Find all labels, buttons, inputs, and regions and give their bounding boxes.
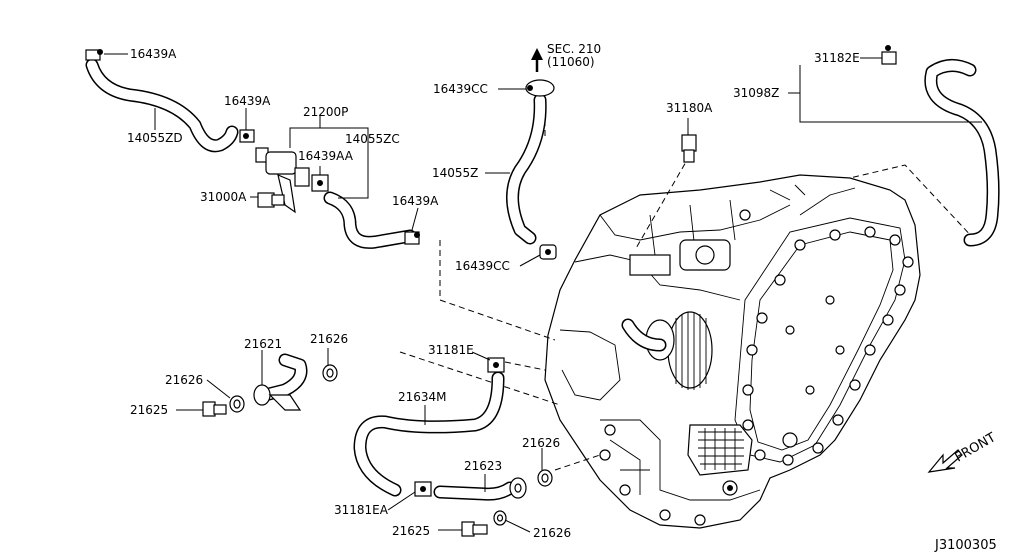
small-parts [85, 45, 897, 537]
label-16439AA: 16439AA [298, 149, 354, 163]
fitting-21623 [509, 477, 527, 499]
clamp-31181EA [414, 481, 432, 497]
label-31180A: 31180A [666, 101, 713, 115]
label-21625-a: 21625 [130, 403, 168, 417]
label-16439CC-low: 16439CC [455, 259, 510, 273]
label-16439A-low: 16439A [392, 194, 439, 208]
label-21626-c: 21626 [522, 436, 560, 450]
label-31182E: 31182E [814, 51, 860, 65]
bolt-21625-a [202, 401, 227, 417]
washer-21626-d [493, 510, 507, 526]
washer-21626-c [537, 469, 553, 487]
reference-lines [399, 90, 976, 471]
bolt-31000A [257, 192, 285, 208]
label-31098Z: 31098Z [733, 86, 779, 100]
label-sec-sub: (11060) [547, 55, 595, 69]
label-21621: 21621 [244, 337, 282, 351]
label-21625-b: 21625 [392, 524, 430, 538]
clamp-16439CC-top [525, 79, 555, 97]
label-14055ZD: 14055ZD [127, 131, 183, 145]
transmission-assembly [544, 174, 921, 529]
label-16439A-top: 16439A [130, 47, 177, 61]
sec-arrow-icon [531, 48, 543, 72]
bolt-21625-b [461, 521, 488, 537]
washer-21626-a [229, 395, 245, 413]
clamp-16439CC-low [539, 244, 557, 260]
label-31000A: 31000A [200, 190, 247, 204]
label-21634M: 21634M [398, 390, 447, 404]
label-16439CC-top: 16439CC [433, 82, 488, 96]
label-31181E: 31181E [428, 343, 474, 357]
hoses [85, 58, 1000, 501]
leader-lines [104, 53, 982, 533]
valve-21200P [255, 147, 329, 214]
fitting-21621 [253, 384, 302, 411]
label-21626-d: 21626 [533, 526, 571, 540]
label-21626-a: 21626 [165, 373, 203, 387]
clamp-16439A-top [85, 49, 103, 61]
clamp-16439A-low [404, 231, 420, 245]
label-14055Z: 14055Z [432, 166, 478, 180]
bolt-31180A [681, 134, 697, 163]
diagram-id: J3100305 [934, 538, 997, 553]
label-21626-b: 21626 [310, 332, 348, 346]
label-21200P: 21200P [303, 105, 348, 119]
label-31181EA: 31181EA [334, 503, 389, 517]
label-front: FRONT [953, 430, 999, 465]
housing-bolts [742, 226, 914, 466]
clamp-31182E [881, 45, 897, 65]
label-14055ZC: 14055ZC [345, 132, 400, 146]
front-arrow-icon [927, 449, 963, 473]
washer-21626-b [322, 364, 338, 382]
label-16439A-mid: 16439A [224, 94, 271, 108]
clamp-31181E [487, 357, 505, 373]
clamp-16439A-mid [239, 129, 255, 143]
label-sec-ref: SEC. 210 [547, 42, 601, 56]
valve-body [687, 424, 753, 476]
label-21623: 21623 [464, 459, 502, 473]
